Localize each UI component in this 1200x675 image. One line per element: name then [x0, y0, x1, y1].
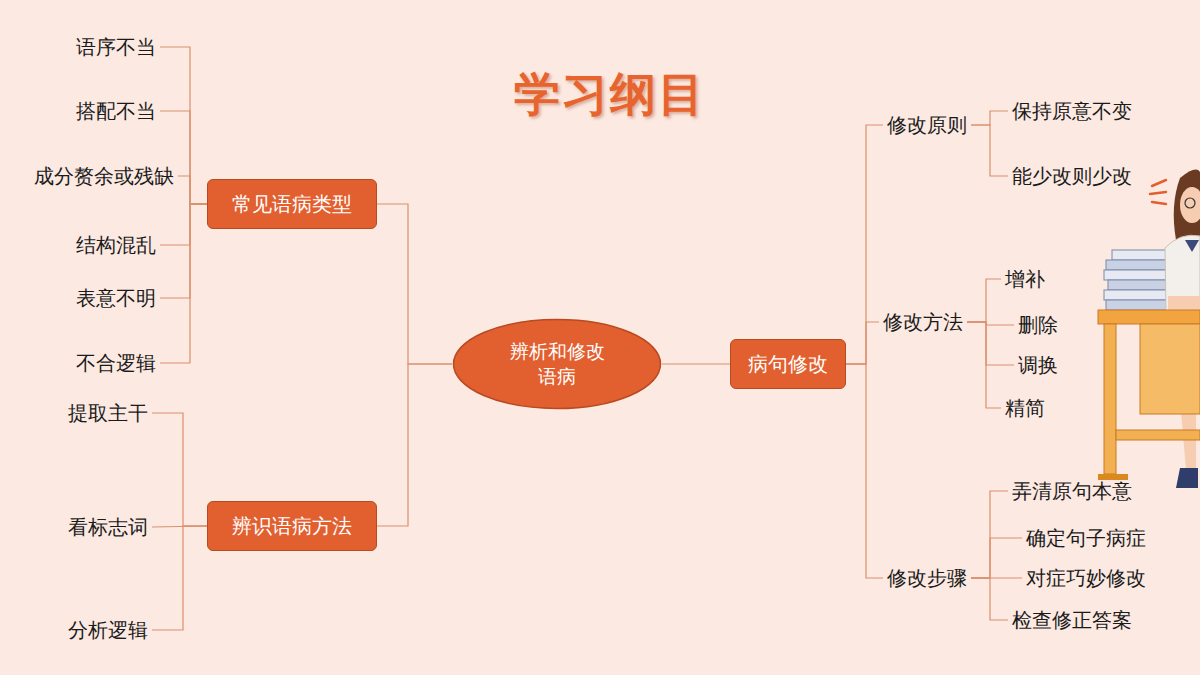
branch-connector — [178, 176, 207, 204]
node-text: 确定句子病症 — [1026, 526, 1146, 550]
node-text: 看标志词 — [68, 515, 148, 539]
branch-connector — [152, 526, 207, 630]
node-text: 表意不明 — [76, 286, 156, 310]
branch-connector — [967, 279, 1001, 322]
branch-label: 增补 — [1001, 265, 1049, 293]
branch-label: 对症巧妙修改 — [1022, 564, 1150, 592]
branch-connector — [152, 413, 207, 526]
node-text: 搭配不当 — [76, 99, 156, 123]
branch-label: 弄清原句本意 — [1008, 477, 1136, 505]
branch-label: 修改原则 — [883, 111, 971, 139]
node-text: 辨析和修改 语病 — [502, 339, 612, 388]
node-text: 分析逻辑 — [68, 618, 148, 642]
branch-connector — [377, 204, 452, 364]
topic-ellipse: 辨析和修改 语病 — [452, 318, 662, 410]
branch-box: 辨识语病方法 — [207, 501, 377, 551]
node-text: 修改步骤 — [887, 566, 967, 590]
diagram-title: 学习纲目 — [514, 64, 706, 126]
branch-connector — [160, 204, 207, 298]
branch-connector — [846, 364, 883, 578]
node-text: 删除 — [1018, 313, 1058, 337]
branch-connector — [160, 204, 207, 245]
branch-label: 修改方法 — [879, 308, 967, 336]
branch-label: 分析逻辑 — [64, 616, 152, 644]
branch-label: 看标志词 — [64, 513, 152, 541]
branch-label: 精简 — [1001, 394, 1049, 422]
branch-connector — [160, 111, 207, 204]
node-text: 常见语病类型 — [232, 191, 352, 218]
branch-label: 不合逻辑 — [72, 349, 160, 377]
node-text: 检查修正答案 — [1012, 608, 1132, 632]
branch-connector — [846, 322, 879, 364]
branch-connector — [160, 204, 207, 363]
branch-connector — [971, 125, 1008, 176]
node-text: 结构混乱 — [76, 233, 156, 257]
branch-label: 表意不明 — [72, 284, 160, 312]
node-text: 成分赘余或残缺 — [34, 164, 174, 188]
node-text: 语序不当 — [76, 35, 156, 59]
branch-label: 能少改则少改 — [1008, 162, 1136, 190]
node-text: 增补 — [1005, 267, 1045, 291]
node-text: 弄清原句本意 — [1012, 479, 1132, 503]
node-text: 提取主干 — [68, 401, 148, 425]
node-text: 病句修改 — [748, 351, 828, 378]
branch-label: 确定句子病症 — [1022, 524, 1150, 552]
branch-label: 检查修正答案 — [1008, 606, 1136, 634]
node-text: 修改原则 — [887, 113, 967, 137]
branch-label: 结构混乱 — [72, 231, 160, 259]
branch-label: 修改步骤 — [883, 564, 971, 592]
node-text: 保持原意不变 — [1012, 99, 1132, 123]
ellipse-outline — [452, 318, 662, 410]
branch-box: 病句修改 — [730, 339, 846, 389]
branch-label: 语序不当 — [72, 33, 160, 61]
node-text: 不合逻辑 — [76, 351, 156, 375]
branch-box: 常见语病类型 — [207, 179, 377, 229]
branch-connector — [967, 322, 1014, 365]
node-text: 调换 — [1018, 353, 1058, 377]
node-text: 修改方法 — [883, 310, 963, 334]
branch-connector — [846, 125, 883, 364]
branch-connector — [377, 364, 452, 526]
branch-label: 删除 — [1014, 311, 1062, 339]
branch-label: 调换 — [1014, 351, 1062, 379]
branch-label: 保持原意不变 — [1008, 97, 1136, 125]
branch-connector — [971, 578, 1008, 620]
branch-connector — [662, 363, 730, 364]
node-text: 能少改则少改 — [1012, 164, 1132, 188]
node-text: 精简 — [1005, 396, 1045, 420]
branch-label: 提取主干 — [64, 399, 152, 427]
node-text: 辨识语病方法 — [232, 513, 352, 540]
branch-label: 成分赘余或残缺 — [30, 162, 178, 190]
branch-connector — [971, 538, 1022, 578]
node-text: 对症巧妙修改 — [1026, 566, 1146, 590]
branch-connector — [967, 322, 1001, 408]
branch-connector — [971, 111, 1008, 125]
branch-label: 搭配不当 — [72, 97, 160, 125]
